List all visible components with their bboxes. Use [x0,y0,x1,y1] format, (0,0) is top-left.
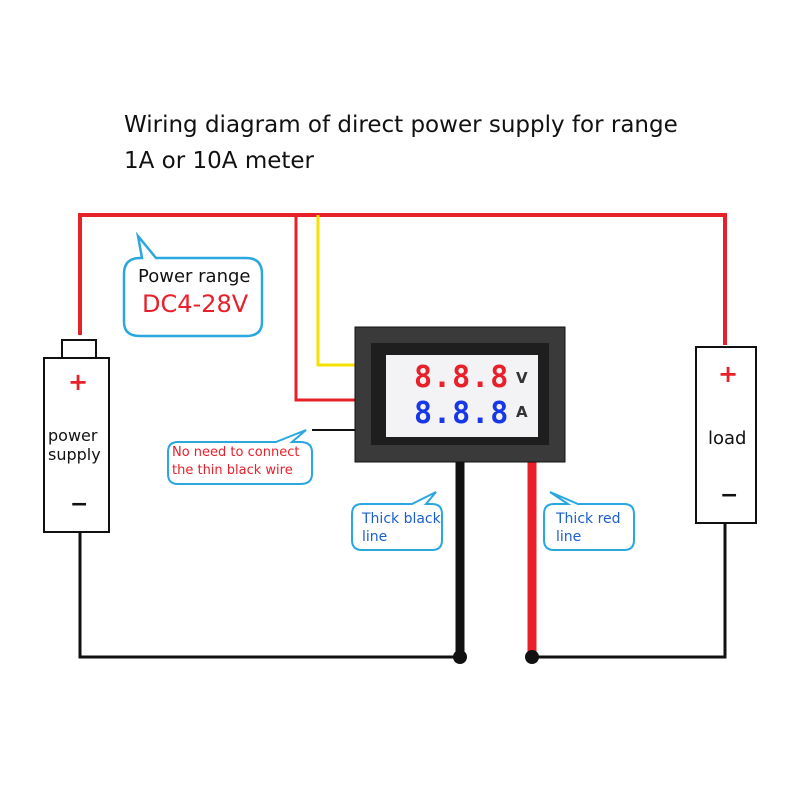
voltage-unit: V [516,369,528,387]
meter-screen [386,355,538,437]
diagram-title-line-1: Wiring diagram of direct power supply fo… [124,112,678,138]
yellow-wire [316,215,356,367]
load-plus-sign: + [718,360,739,388]
power-supply-plus-sign: + [68,368,89,396]
power-supply-minus-sign: − [70,492,89,517]
red-wire-meter-branch [294,215,356,402]
load-label: load [708,428,747,449]
current-readout: 8.8.8 [414,396,510,431]
junction-dot-black [453,650,467,664]
thick-black-line-note: Thick black line [362,511,441,545]
power-supply-body [43,357,110,533]
power-supply-label: power supply [48,426,101,464]
voltage-readout: 8.8.8 [414,360,510,395]
load-body [695,346,757,524]
load-minus-sign: − [720,483,739,508]
power-range-value: DC4-28V [142,290,249,318]
red-wire-top [78,213,727,345]
power-range-label: Power range [138,266,251,287]
thin-black-wire-note: No need to connect the thin black wire [172,445,300,478]
thick-black-callout-bubble [351,491,443,551]
thick-red-callout-bubble [543,491,635,551]
diagram-title-line-2: 1A or 10A meter [124,148,315,174]
junction-dot-red [525,650,539,664]
thin-black-callout-bubble [167,429,313,485]
power-range-callout-bubble [122,231,264,338]
current-unit: A [516,403,528,421]
thick-red-line-note: Thick red line [556,511,621,545]
black-wire-bottom [78,532,460,659]
black-wire-load [532,523,727,659]
